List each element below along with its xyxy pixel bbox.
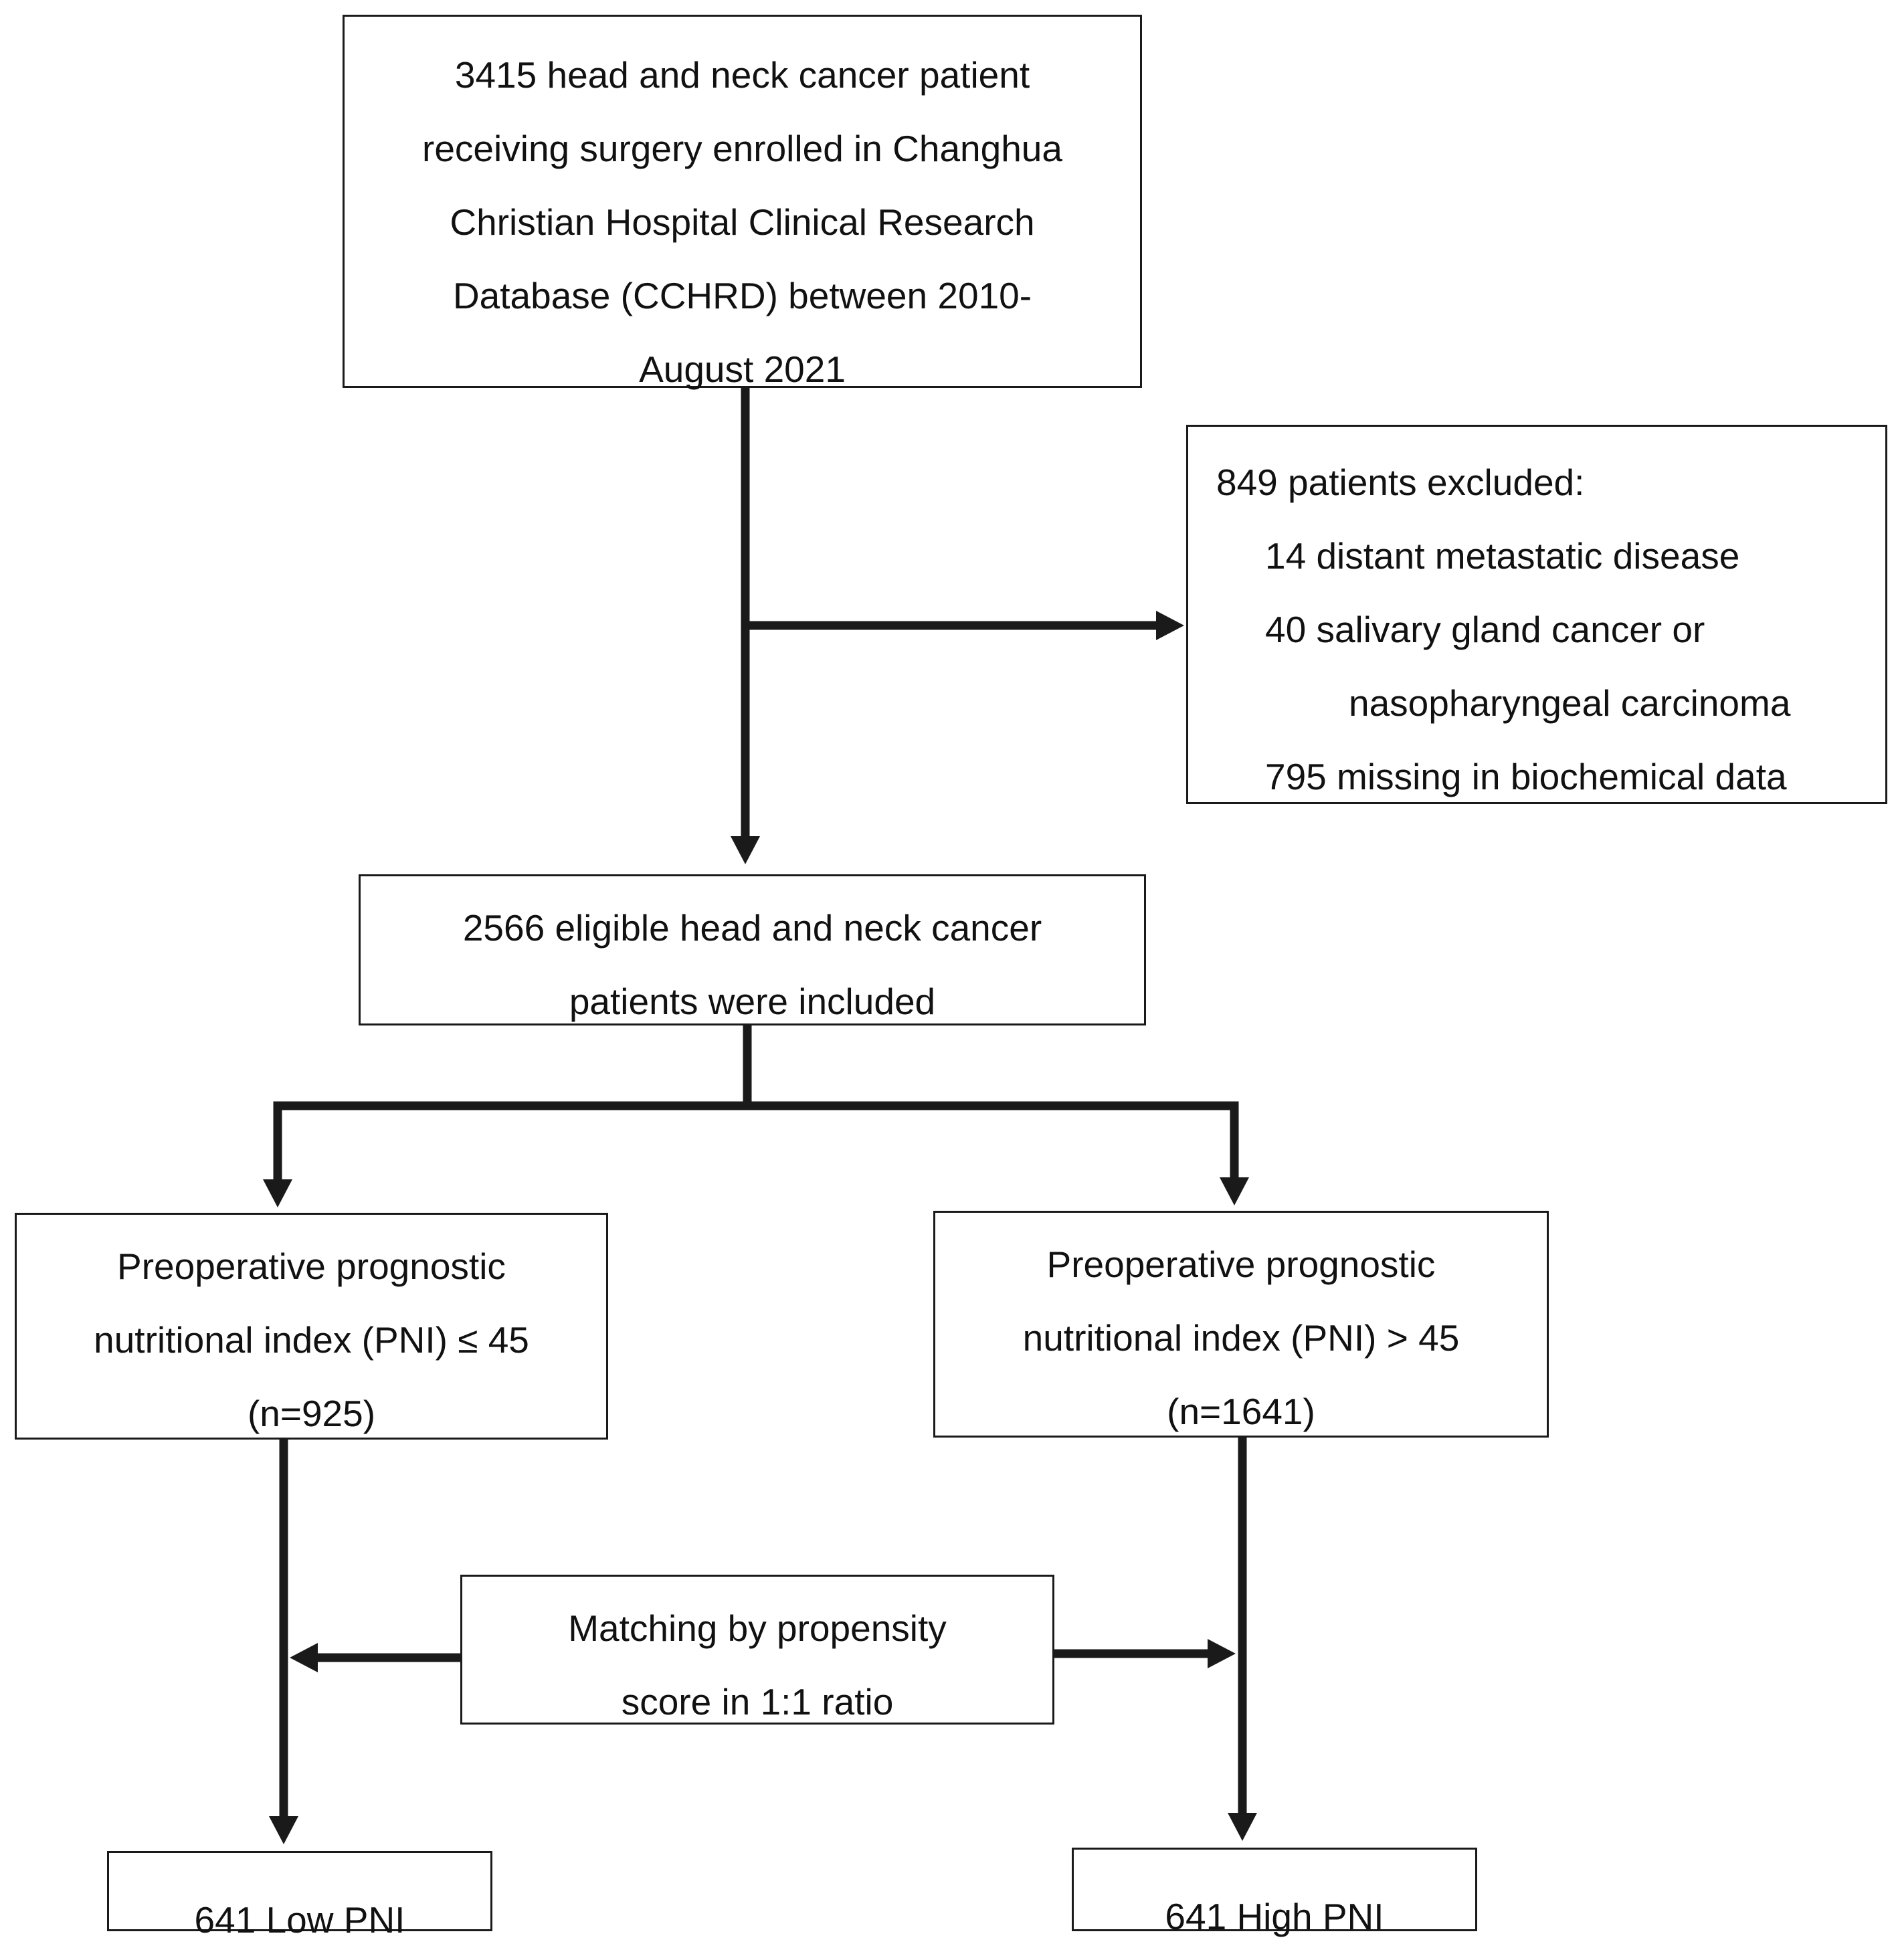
low-pni-line: nutritional index (PNI) ≤ 45 <box>94 1319 529 1361</box>
low-pni-group-box: Preoperative prognostic nutritional inde… <box>15 1213 608 1440</box>
high-pni-line: Preoperative prognostic <box>1046 1244 1436 1285</box>
excluded-heading: 849 patients excluded: <box>1216 462 1585 503</box>
excluded-item: 795 missing in biochemical data <box>1265 756 1787 797</box>
eligible-line: patients were included <box>569 981 936 1022</box>
high-pni-result-label: 641 High PNI <box>1165 1896 1384 1937</box>
matching-line: score in 1:1 ratio <box>621 1681 894 1723</box>
high-pni-group-box: Preoperative prognostic nutritional inde… <box>933 1211 1549 1438</box>
low-pni-result-box: 641 Low PNI <box>107 1851 492 1941</box>
arrowhead-down-high-result <box>1228 1813 1257 1841</box>
matching-line: Matching by propensity <box>568 1607 947 1649</box>
cohort-enrolled-line: 3415 head and neck cancer patient <box>454 54 1030 96</box>
cohort-enrolled-line: receiving surgery enrolled in Changhua <box>422 128 1062 169</box>
cohort-enrolled-line: Database (CCHRD) between 2010- <box>452 275 1032 316</box>
arrowhead-right-high <box>1208 1639 1236 1668</box>
low-pni-result-label: 641 Low PNI <box>194 1899 405 1941</box>
excluded-patients-box: 849 patients excluded: 14 distant metast… <box>1186 425 1887 804</box>
low-pni-line: (n=925) <box>247 1393 376 1434</box>
arrowhead-down-eligible <box>731 836 760 864</box>
eligible-patients-box: 2566 eligible head and neck cancer patie… <box>359 874 1146 1025</box>
high-pni-line: (n=1641) <box>1167 1391 1315 1432</box>
excluded-item: nasopharyngeal carcinoma <box>1349 682 1791 724</box>
arrowhead-down-low <box>263 1179 292 1207</box>
arrowhead-down-low-result <box>269 1816 298 1844</box>
arrowhead-left-low <box>290 1643 318 1672</box>
arrowhead-right-excluded <box>1156 611 1184 640</box>
cohort-enrolled-line: August 2021 <box>639 349 846 390</box>
eligible-line: 2566 eligible head and neck cancer <box>462 907 1042 949</box>
cohort-enrolled-box: 3415 head and neck cancer patient receiv… <box>343 15 1142 390</box>
low-pni-line: Preoperative prognostic <box>117 1246 506 1287</box>
propensity-matching-box: Matching by propensity score in 1:1 rati… <box>460 1575 1054 1725</box>
excluded-item: 14 distant metastatic disease <box>1265 535 1740 577</box>
high-pni-line: nutritional index (PNI) > 45 <box>1022 1317 1460 1359</box>
cohort-enrolled-line: Christian Hospital Clinical Research <box>450 201 1035 243</box>
high-pni-result-box: 641 High PNI <box>1072 1848 1477 1937</box>
arrowhead-down-high <box>1220 1177 1249 1205</box>
excluded-item: 40 salivary gland cancer or <box>1265 609 1705 650</box>
